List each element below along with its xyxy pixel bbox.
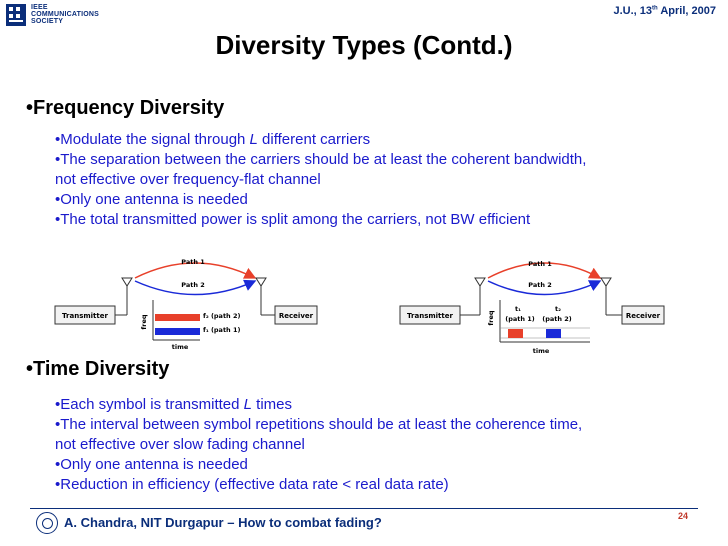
page-number: 24 (677, 511, 688, 521)
freq-label-left: freq (140, 314, 148, 329)
path-1-arrow-left (134, 262, 257, 279)
transmitter-box-right: Transmitter (399, 305, 461, 325)
transmitter-label-right: Transmitter (407, 312, 453, 320)
t1-label: t₁ (515, 305, 521, 313)
symbol-t1-bar (508, 329, 523, 338)
antenna-icon (474, 277, 486, 287)
path-1-label-right: Path 1 (528, 260, 552, 268)
frequency-bullet-1-a: •Modulate the signal through (55, 131, 250, 148)
path-2-label-right: Path 2 (528, 281, 552, 289)
frequency-bullet-2-cont: not effective over frequency-flat channe… (55, 171, 321, 188)
time-diversity-heading: •Time Diversity (26, 358, 170, 380)
time-bullet-1-variable: L (243, 396, 252, 413)
diversity-diagrams: Transmitter Path 1 Path 2 Receiver freq … (54, 258, 665, 355)
antenna-icon (600, 277, 612, 287)
time-bullet-2: •The interval between symbol repetitions… (55, 416, 583, 433)
institute-seal-icon (36, 512, 58, 534)
slide-title: Diversity Types (Contd.) (215, 30, 513, 60)
time-bullet-2-cont: not effective over slow fading channel (55, 436, 305, 453)
footer-text: A. Chandra, NIT Durgapur – How to combat… (64, 515, 382, 530)
transmitter-box-left: Transmitter (54, 305, 116, 325)
ieee-comsoc-logo: IEEE COMMUNICATIONS SOCIETY (6, 4, 136, 36)
f2-label: f₂ (path 2) (203, 312, 240, 320)
time-diagram: Transmitter Path 1 Path 2 Receiver freq … (399, 260, 665, 355)
slide-date: J.U., 13th April, 2007 (614, 5, 717, 17)
frequency-bullet-3: •Only one antenna is needed (55, 191, 248, 208)
carrier-f2-bar (155, 314, 200, 321)
receiver-label-right: Receiver (626, 312, 661, 320)
time-bullets: •Each symbol is transmitted L times •The… (55, 395, 582, 495)
t2-label: t₂ (555, 305, 561, 313)
antenna-icon (255, 277, 267, 287)
ieee-logo-icon (6, 4, 26, 26)
freq-label-right: freq (487, 310, 495, 325)
frequency-bullet-4: •The total transmitted power is split am… (55, 211, 531, 228)
time-label-right: time (533, 347, 550, 355)
logo-line-2: COMMUNICATIONS (31, 11, 99, 18)
time-bullet-4: •Reduction in efficiency (effective data… (55, 476, 449, 493)
time-bullet-1-a: •Each symbol is transmitted (55, 396, 244, 413)
frequency-bullet-1-variable: L (249, 131, 258, 148)
date-superscript: th (652, 5, 658, 12)
logo-line-1: IEEE (31, 4, 48, 11)
path-1-arrow-right (487, 262, 602, 279)
antenna-icon (121, 277, 133, 287)
receiver-box-right: Receiver (621, 305, 665, 325)
path-2-arrow-left (134, 279, 257, 296)
time-label-left: time (172, 343, 189, 351)
path-2-label-left: Path 2 (181, 281, 205, 289)
frequency-diagram: Transmitter Path 1 Path 2 Receiver freq … (54, 258, 318, 351)
time-bullet-1: •Each symbol is transmitted L times (55, 395, 582, 415)
path-1-label-left: Path 1 (181, 258, 205, 266)
frequency-bullets: •Modulate the signal through L different… (55, 130, 586, 230)
date-suffix: April, 2007 (657, 5, 716, 17)
receiver-box-left: Receiver (274, 305, 318, 325)
frequency-bullet-1: •Modulate the signal through L different… (55, 130, 586, 150)
f1-label: f₁ (path 1) (203, 326, 240, 334)
date-prefix: J.U., 13 (613, 5, 653, 17)
frequency-bullet-1-b: different carriers (257, 131, 371, 148)
frequency-diversity-heading: •Frequency Diversity (26, 97, 225, 119)
carrier-f1-bar (155, 328, 200, 335)
logo-text: IEEE COMMUNICATIONS SOCIETY (31, 4, 99, 25)
symbol-t2-bar (546, 329, 561, 338)
time-bullet-1-b: times (252, 396, 293, 413)
footer-divider (30, 508, 698, 509)
time-bullet-3: •Only one antenna is needed (55, 456, 248, 473)
logo-line-3: SOCIETY (31, 18, 64, 25)
path-2-arrow-right (487, 280, 602, 296)
receiver-label-left: Receiver (279, 312, 314, 320)
t2-path-label: (path 2) (542, 315, 572, 323)
frequency-bullet-2: •The separation between the carriers sho… (55, 151, 587, 168)
transmitter-label-left: Transmitter (62, 312, 108, 320)
t1-path-label: (path 1) (505, 315, 535, 323)
